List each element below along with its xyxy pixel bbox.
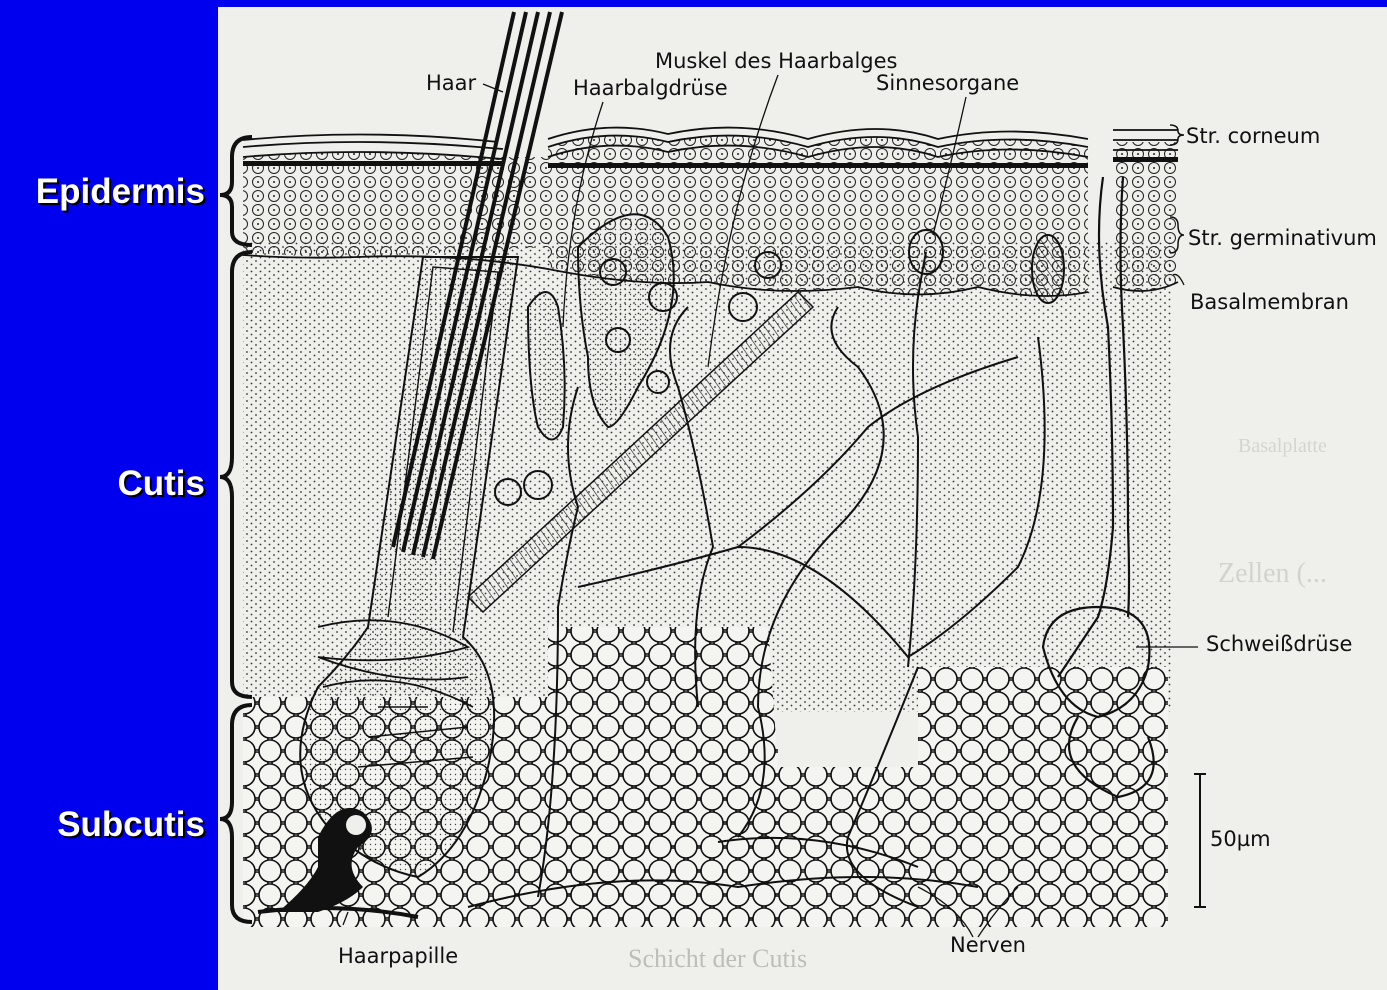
label-haarpapille: Haarpapille	[338, 944, 458, 968]
label-scale: 50µm	[1210, 827, 1271, 851]
label-basalmembran: Basalmembran	[1190, 290, 1349, 314]
label-nerven: Nerven	[950, 933, 1026, 957]
scale-bar	[1194, 774, 1206, 907]
svg-text:Zellen (...: Zellen (...	[1218, 558, 1327, 589]
label-str-germinativum: Str. germinativum	[1188, 226, 1377, 250]
label-sinnesorgane: Sinnesorgane	[876, 71, 1019, 95]
epidermis-right	[1113, 142, 1178, 291]
label-haarbalgdruese: Haarbalgdrüse	[573, 76, 728, 100]
skin-diagram: Zellen (... Basalplatte	[218, 7, 1387, 990]
epidermis-label: Epidermis	[0, 172, 205, 212]
cutis-label: Cutis	[0, 464, 205, 504]
label-muskel: Muskel des Haarbalges	[655, 49, 897, 73]
label-str-corneum: Str. corneum	[1186, 124, 1320, 148]
label-haar: Haar	[426, 71, 476, 95]
svg-text:Schicht der Cutis: Schicht der Cutis	[628, 944, 807, 973]
svg-text:Basalplatte: Basalplatte	[1238, 435, 1327, 457]
subcutis-label: Subcutis	[0, 805, 205, 845]
label-schweissdruese: Schweißdrüse	[1206, 632, 1352, 656]
